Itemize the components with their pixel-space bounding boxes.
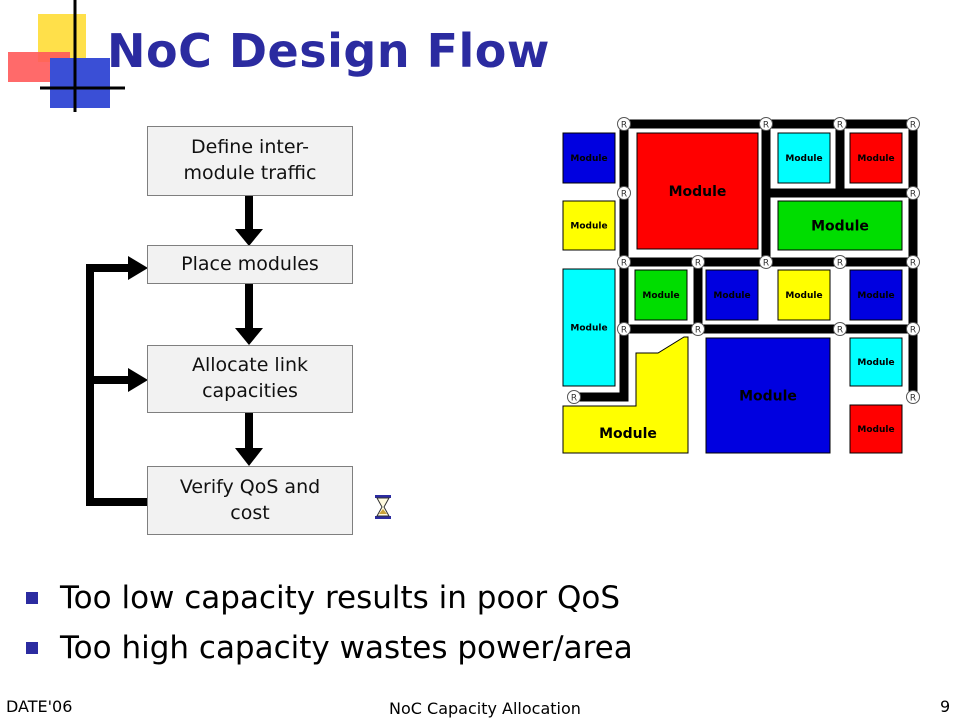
bullet-low-capacity: Too low capacity results in poor QoS: [26, 580, 620, 616]
svg-text:R: R: [621, 259, 627, 269]
footer-topic: NoC Capacity Allocation: [389, 699, 581, 718]
router-node: R: [691, 322, 705, 336]
router-node: R: [906, 390, 920, 404]
router-node: R: [833, 322, 847, 336]
flow-step-place-modules: Place modules: [147, 245, 353, 284]
router-node: R: [906, 255, 920, 269]
module-label: Module: [713, 291, 750, 301]
router-node: R: [567, 390, 581, 404]
router-node: R: [906, 117, 920, 131]
module-label: Module: [811, 218, 869, 234]
svg-text:R: R: [910, 259, 916, 269]
svg-text:R: R: [910, 190, 916, 200]
module-block: [705, 337, 831, 454]
bullet-text: Too high capacity wastes power/area: [60, 630, 633, 666]
svg-text:R: R: [695, 326, 701, 336]
module-block: [562, 336, 689, 454]
router-node: R: [759, 255, 773, 269]
router-node: R: [617, 322, 631, 336]
module-block: [849, 404, 903, 454]
svg-text:R: R: [837, 259, 843, 269]
hourglass-icon: [375, 495, 391, 519]
module-block: [562, 268, 616, 387]
router-node: R: [617, 117, 631, 131]
router-node: R: [759, 117, 773, 131]
router-node: R: [906, 322, 920, 336]
svg-text:R: R: [910, 121, 916, 131]
bullet-marker: [26, 642, 38, 654]
module-block: [777, 200, 903, 251]
module-label: Module: [857, 154, 894, 164]
svg-text:R: R: [910, 326, 916, 336]
module-label: Module: [857, 291, 894, 301]
module-label: Module: [599, 426, 657, 442]
module-label: Module: [570, 154, 607, 164]
module-block: [562, 132, 616, 184]
module-block: [777, 132, 831, 184]
corner-decoration: [8, 0, 125, 112]
module-block: [562, 200, 616, 251]
module-block: [634, 269, 688, 321]
module-block: [849, 337, 903, 387]
flow-step-verify-qos-cost: Verify QoS and cost: [147, 466, 353, 535]
footer-event: DATE'06: [6, 697, 73, 716]
router-node: R: [691, 255, 705, 269]
module-block: [849, 269, 903, 321]
router-node: R: [833, 117, 847, 131]
slide-title: NoC Design Flow: [107, 24, 550, 78]
svg-text:R: R: [621, 190, 627, 200]
bullet-marker: [26, 592, 38, 604]
router-node: R: [906, 186, 920, 200]
flow-step-allocate-capacities: Allocate link capacities: [147, 345, 353, 413]
svg-text:R: R: [621, 121, 627, 131]
module-label: Module: [570, 324, 607, 334]
module-block: [777, 269, 831, 321]
module-block: [849, 132, 903, 184]
svg-text:R: R: [621, 326, 627, 336]
bullet-text: Too low capacity results in poor QoS: [60, 580, 621, 616]
module-label: Module: [739, 388, 797, 404]
svg-text:R: R: [763, 121, 769, 131]
module-label: Module: [857, 425, 894, 435]
bullet-high-capacity: Too high capacity wastes power/area: [26, 630, 633, 666]
module-label: Module: [785, 291, 822, 301]
module-label: Module: [669, 184, 727, 200]
svg-text:R: R: [695, 259, 701, 269]
svg-text:R: R: [910, 394, 916, 404]
svg-text:R: R: [763, 259, 769, 269]
module-block: [636, 132, 759, 250]
svg-text:R: R: [571, 394, 577, 404]
page-number: 9: [940, 697, 951, 716]
router-node: R: [617, 255, 631, 269]
router-node: R: [833, 255, 847, 269]
flow-step-define-traffic: Define inter-module traffic: [147, 126, 353, 196]
module-label: Module: [570, 222, 607, 232]
svg-text:R: R: [837, 121, 843, 131]
router-node: R: [617, 186, 631, 200]
module-label: Module: [785, 154, 822, 164]
svg-text:R: R: [837, 326, 843, 336]
module-label: Module: [857, 358, 894, 368]
flow-arrows: [86, 195, 263, 506]
module-block: [705, 269, 759, 321]
module-label: Module: [642, 291, 679, 301]
